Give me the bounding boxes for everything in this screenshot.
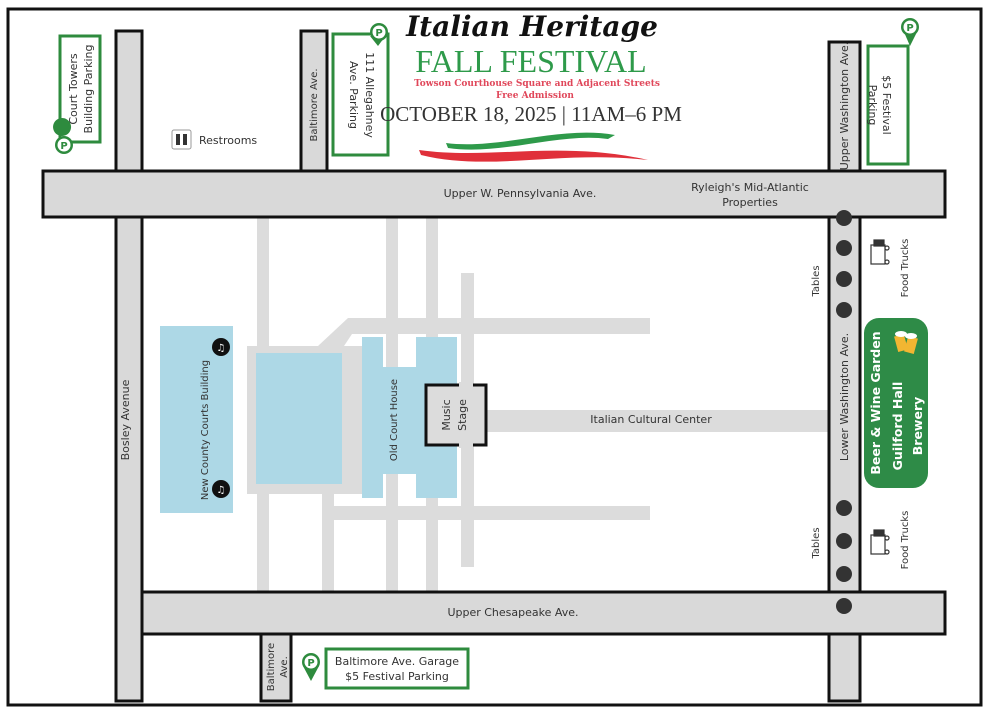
baltimore-ave-garage-parking[interactable]: Baltimore Ave. Garage $5 Festival Parkin… (302, 647, 470, 690)
svg-text:P: P (375, 28, 382, 39)
flag-swoosh-green (446, 132, 615, 150)
baltimore-bottom-label-2: Ave. (279, 656, 290, 678)
location-subtitle: Towson Courthouse Square and Adjacent St… (414, 79, 660, 89)
admission-subtitle: Free Admission (496, 91, 574, 101)
stage-label: Stage (456, 399, 469, 431)
ryleighs-label-2: Properties (722, 196, 778, 209)
courthouse-annex-building (256, 353, 342, 484)
parking-label: Baltimore Ave. Garage (335, 655, 459, 668)
beer-wine-garden[interactable]: Beer & Wine Garden Guilford Hall Brewery (864, 318, 928, 488)
bosley-avenue (114, 29, 144, 703)
lower-washington-label: Lower Washington Ave. (838, 333, 851, 461)
chesapeake-label: Upper Chesapeake Ave. (447, 606, 578, 619)
parking-label: Ave. Parking (347, 61, 360, 129)
date-time: OCTOBER 18, 2025 | 11AM–6 PM (380, 102, 682, 126)
restroom-icon (171, 129, 192, 150)
parking-label: $5 Festival (880, 75, 893, 134)
chesapeake-ave (140, 590, 947, 636)
music-label: Music (440, 399, 453, 430)
info-marker-icon[interactable]: ♫ (212, 480, 230, 498)
flag-swoosh-red (419, 150, 648, 162)
baltimore-top-label: Baltimore Ave. (309, 68, 320, 141)
title-line1: Italian Heritage (405, 10, 658, 43)
court-towers-parking[interactable]: Court Towers Building Parking P (53, 34, 102, 154)
tables-label-south: Tables (811, 527, 822, 559)
parking-marker-icon: P (302, 653, 320, 681)
svg-text:♫: ♫ (217, 485, 226, 496)
tables-south (836, 500, 852, 614)
food-truck-icon (870, 529, 890, 555)
music-stage[interactable]: Music Stage (424, 382, 488, 448)
parking-label: Building Parking (82, 45, 95, 134)
restrooms-label: Restrooms (199, 134, 257, 147)
baltimore-bottom-label: Baltimore (266, 643, 277, 691)
svg-text:P: P (307, 658, 314, 669)
info-marker-icon[interactable]: ♫ (212, 338, 230, 356)
food-truck-icon (870, 239, 890, 265)
food-trucks-label-north: Food Trucks (900, 239, 911, 298)
parking-label: Parking (866, 85, 879, 126)
parking-label: 111 Allegahney (363, 52, 376, 138)
brewery-label: Brewery (910, 397, 925, 456)
allegahney-parking[interactable]: 111 Allegahney Ave. Parking P (331, 23, 390, 157)
parking-label: $5 Festival Parking (345, 670, 449, 683)
svg-text:P: P (906, 23, 913, 34)
festival-parking-east[interactable]: $5 Festival Parking P (866, 18, 919, 166)
svg-text:P: P (60, 141, 67, 152)
title-line2: FALL FESTIVAL (415, 43, 646, 79)
parking-marker-icon: P (370, 23, 388, 46)
pennsylvania-label: Upper W. Pennsylvania Ave. (444, 187, 597, 200)
beer-mugs-icon (894, 331, 918, 355)
parking-label: Court Towers (67, 53, 80, 125)
tables-north (836, 210, 852, 318)
parking-marker-icon: P (901, 18, 919, 46)
old-court-house-building (362, 337, 457, 498)
restrooms[interactable]: Restrooms (171, 129, 257, 150)
brewery-name-label: Guilford Hall (890, 382, 905, 471)
upper-washington-label: Upper Washington Ave. (838, 42, 851, 171)
tables-label-north: Tables (811, 265, 822, 297)
beer-garden-label: Beer & Wine Garden (868, 331, 883, 474)
old-court-label: Old Court House (389, 379, 400, 461)
festival-title: Italian Heritage FALL FESTIVAL Towson Co… (380, 10, 682, 162)
parking-marker-icon: P (53, 118, 73, 154)
food-trucks-label-south: Food Trucks (900, 511, 911, 570)
svg-text:♫: ♫ (217, 343, 226, 354)
bosley-label: Bosley Avenue (119, 379, 132, 460)
italian-center-label: Italian Cultural Center (590, 413, 712, 426)
new-courts-label: New County Courts Building (200, 360, 211, 500)
ryleighs-label: Ryleigh's Mid-Atlantic (691, 181, 809, 194)
pennsylvania-ave (41, 169, 947, 219)
